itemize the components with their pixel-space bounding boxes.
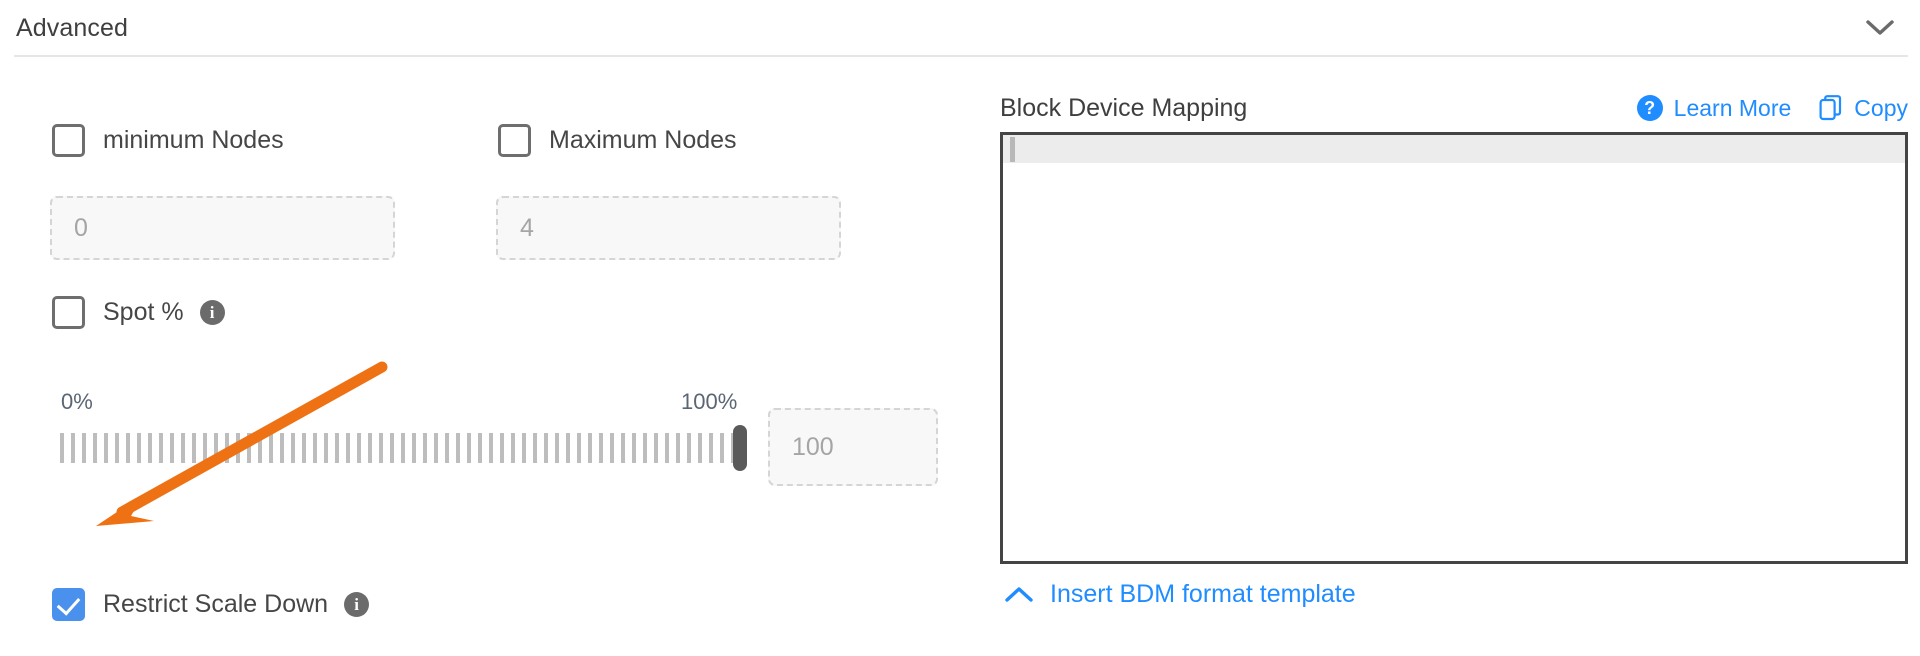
restrict-scale-down-checkbox[interactable] bbox=[52, 588, 85, 621]
max-nodes-input[interactable]: 4 bbox=[496, 196, 841, 260]
header-divider bbox=[14, 55, 1908, 57]
learn-more-link[interactable]: ? Learn More bbox=[1636, 94, 1792, 122]
bdm-code-editor[interactable] bbox=[1000, 132, 1908, 564]
chevron-down-icon bbox=[1866, 20, 1894, 35]
max-nodes-label: Maximum Nodes bbox=[549, 126, 737, 154]
spot-percent-label: Spot % bbox=[103, 298, 184, 326]
slider-labels: 0% 100% bbox=[57, 389, 757, 419]
restrict-scale-down-info-icon[interactable]: i bbox=[344, 592, 370, 617]
question-circle-icon: ? bbox=[1636, 95, 1663, 121]
bdm-actions: ? Learn More Copy bbox=[1636, 94, 1908, 122]
max-nodes-row: Maximum Nodes bbox=[498, 124, 737, 157]
slider-max-label: 100% bbox=[681, 389, 738, 414]
section-header: Advanced bbox=[0, 0, 1920, 56]
block-device-mapping-panel: Block Device Mapping ? Learn More Copy bbox=[998, 56, 1920, 656]
page-title: Advanced bbox=[16, 13, 128, 42]
spot-percent-value-input[interactable]: 100 bbox=[768, 408, 938, 486]
min-nodes-row: minimum Nodes bbox=[52, 124, 284, 157]
min-nodes-checkbox[interactable] bbox=[52, 124, 85, 157]
copy-label: Copy bbox=[1854, 94, 1908, 121]
slider-thumb[interactable] bbox=[733, 425, 747, 471]
collapse-section-button[interactable] bbox=[1858, 6, 1902, 50]
copy-button[interactable]: Copy bbox=[1819, 95, 1908, 122]
min-nodes-input[interactable]: 0 bbox=[50, 196, 395, 260]
chevron-up-icon bbox=[1005, 586, 1033, 602]
restrict-scale-down-row: Restrict Scale Down i bbox=[52, 588, 370, 621]
bdm-header: Block Device Mapping ? Learn More Copy bbox=[1000, 90, 1908, 126]
insert-bdm-template-link[interactable]: Insert BDM format template bbox=[1004, 580, 1356, 609]
spot-percent-slider[interactable]: 0% 100% bbox=[57, 389, 757, 471]
restrict-scale-down-label: Restrict Scale Down bbox=[103, 590, 329, 618]
left-column: minimum Nodes 0 Maximum Nodes 4 Spot % i… bbox=[0, 56, 1000, 656]
editor-caret bbox=[1010, 137, 1015, 162]
slider-min-label: 0% bbox=[61, 389, 93, 414]
insert-bdm-template-label: Insert BDM format template bbox=[1050, 580, 1356, 608]
spot-percent-row: Spot % i bbox=[52, 296, 225, 329]
slider-track[interactable] bbox=[60, 433, 748, 463]
learn-more-label: Learn More bbox=[1673, 94, 1792, 121]
bdm-title: Block Device Mapping bbox=[1000, 93, 1248, 122]
max-nodes-checkbox[interactable] bbox=[498, 124, 531, 157]
editor-active-line bbox=[1003, 135, 1905, 163]
spot-percent-checkbox[interactable] bbox=[52, 296, 85, 329]
spot-percent-info-icon[interactable]: i bbox=[199, 300, 225, 325]
copy-icon bbox=[1819, 95, 1842, 121]
min-nodes-label: minimum Nodes bbox=[103, 126, 284, 154]
